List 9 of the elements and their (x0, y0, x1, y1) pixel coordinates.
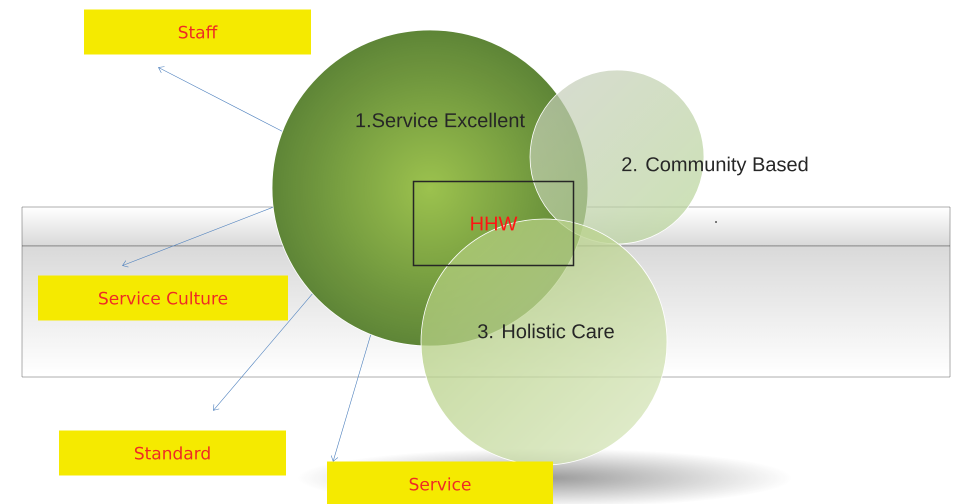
label-box: Standard (59, 430, 286, 476)
arrow (122, 207, 274, 268)
label-box: Staff (84, 10, 311, 54)
arrow (330, 334, 371, 462)
label-box: Service Culture (38, 276, 288, 320)
label-box: Service (327, 462, 553, 504)
arrow (158, 66, 282, 132)
text-box: HHW (412, 180, 574, 266)
arrow (213, 294, 313, 411)
